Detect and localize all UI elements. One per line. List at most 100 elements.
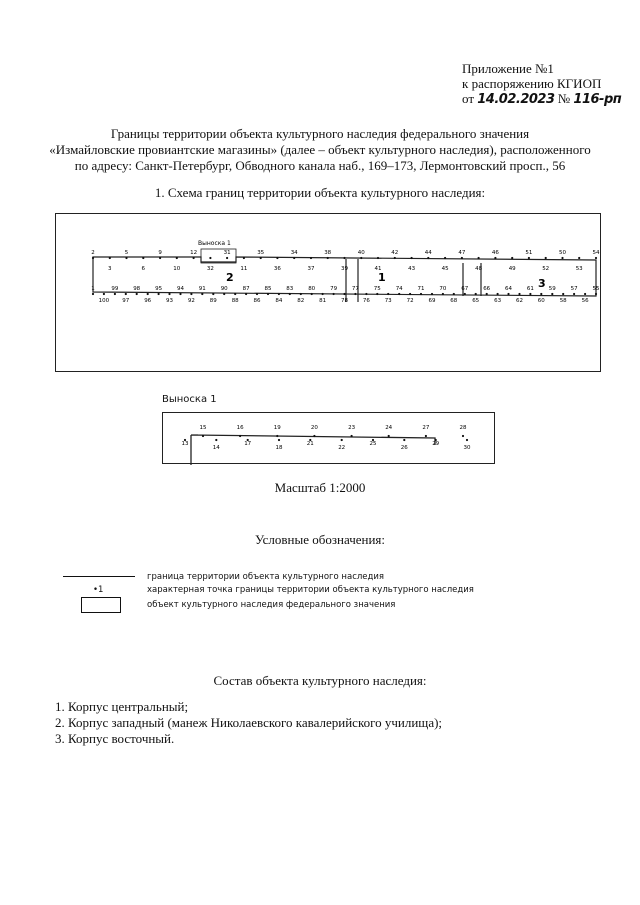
boundary-point-label-74: 74 [396, 286, 403, 292]
boundary-point-label-76: 76 [363, 298, 370, 304]
callout-point-label-17: 17 [244, 441, 251, 447]
callout-point-dot-30 [465, 438, 469, 442]
callout-point-dot-20 [313, 434, 316, 438]
boundary-point-dot-2 [91, 256, 95, 260]
boundary-point-label-31: 31 [224, 250, 231, 256]
boundary-point-dot-77 [354, 292, 357, 296]
boundary-point-dot-36 [276, 256, 279, 260]
boundary-point-label-92: 92 [188, 298, 195, 304]
section-heading-scheme: 1. Схема границ территории объекта культ… [154, 185, 486, 200]
callout-point-label-30: 30 [464, 445, 471, 451]
boundary-point-dot-84 [277, 292, 280, 296]
legend-item-point: характерная точка границы территории объ… [147, 585, 474, 595]
callout-title: Выноска 1 [162, 394, 217, 405]
boundary-point-dot-47 [460, 256, 463, 260]
document-title: Границы территории объекта культурного н… [40, 126, 600, 174]
boundary-point-dot-62 [518, 292, 521, 296]
boundary-point-dot-73 [387, 292, 390, 296]
boundary-point-label-54: 54 [593, 250, 600, 256]
appendix-block: Приложение №1 к распоряжению КГИОП от 14… [462, 61, 622, 107]
boundary-point-label-67: 67 [461, 286, 468, 292]
boundary-point-label-66: 66 [483, 286, 490, 292]
boundary-point-label-45: 45 [442, 266, 449, 272]
boundary-point-dot-85 [266, 292, 270, 296]
legend-item-object: объект культурного наследия федерального… [147, 600, 396, 610]
boundary-point-dot-56 [584, 292, 587, 296]
date-prefix: от [462, 91, 475, 106]
title-line1: Границы территории объекта культурного н… [110, 126, 530, 141]
callout-point-dot-21 [309, 438, 312, 442]
callout-point-label-25: 25 [370, 441, 377, 447]
boundary-point-dot-5 [125, 256, 128, 260]
boundary-point-label-97: 97 [122, 298, 129, 304]
boundary-point-dot-49 [511, 256, 514, 260]
boundary-point-dot-68 [452, 292, 455, 296]
callout-point-dot-22 [340, 438, 343, 442]
boundary-point-label-10: 10 [173, 266, 180, 272]
callout-point-dot-15 [201, 434, 205, 438]
boundary-point-dot-86 [255, 292, 259, 296]
boundary-point-label-61: 61 [527, 286, 534, 292]
boundary-point-dot-58 [562, 292, 565, 296]
callout-point-dot-28 [461, 434, 465, 438]
callout-point-label-21: 21 [307, 441, 314, 447]
boundary-point-dot-63 [496, 292, 499, 296]
callout-point-label-16: 16 [237, 425, 244, 431]
boundary-point-label-9: 9 [158, 250, 162, 256]
boundary-point-dot-67 [463, 292, 466, 296]
boundary-point-label-75: 75 [374, 286, 381, 292]
boundary-point-label-60: 60 [538, 298, 545, 304]
boundary-point-label-34: 34 [291, 250, 298, 256]
boundary-point-label-37: 37 [308, 266, 315, 272]
boundary-line [92, 256, 597, 297]
boundary-point-label-72: 72 [407, 298, 414, 304]
boundary-point-label-71: 71 [418, 286, 425, 292]
callout-point-label-22: 22 [338, 445, 345, 451]
boundary-point-dot-69 [430, 292, 434, 296]
boundary-point-label-57: 57 [571, 286, 578, 292]
boundary-point-label-43: 43 [408, 266, 415, 272]
boundary-point-label-44: 44 [425, 250, 432, 256]
callout-point-label-28: 28 [460, 425, 467, 431]
legend-title: Условные обозначения: [254, 532, 386, 547]
boundary-point-label-68: 68 [450, 298, 457, 304]
boundary-point-dot-48 [477, 256, 480, 260]
boundary-point-label-69: 69 [429, 298, 436, 304]
boundary-point-label-70: 70 [439, 286, 446, 292]
boundary-point-dot-6 [142, 256, 145, 260]
boundary-point-dot-92 [190, 292, 193, 296]
boundary-point-label-93: 93 [166, 298, 173, 304]
callout-point-label-19: 19 [274, 425, 281, 431]
boundary-point-label-38: 38 [324, 250, 331, 256]
boundary-point-dot-44 [427, 256, 430, 260]
boundary-point-label-90: 90 [221, 286, 228, 292]
callout-point-dot-19 [276, 434, 279, 438]
boundary-point-label-88: 88 [232, 298, 239, 304]
boundary-point-label-91: 91 [199, 286, 206, 292]
boundary-point-label-96: 96 [144, 298, 151, 304]
boundary-point-dot-31 [226, 256, 229, 260]
boundary-point-dot-95 [157, 292, 160, 296]
boundary-point-label-47: 47 [458, 250, 465, 256]
callout-point-dot-25 [371, 438, 375, 442]
boundary-point-dot-35 [259, 256, 262, 260]
boundary-point-label-80: 80 [308, 286, 315, 292]
boundary-point-label-59: 59 [549, 286, 556, 292]
boundary-point-dot-100 [102, 292, 105, 296]
boundary-point-label-63: 63 [494, 298, 501, 304]
boundary-point-dot-32 [209, 256, 212, 260]
boundary-point-label-48: 48 [475, 266, 482, 272]
boundary-point-label-40: 40 [358, 250, 365, 256]
boundary-point-label-39: 39 [341, 266, 348, 272]
boundary-point-dot-1 [91, 292, 95, 296]
callout-point-dot-26 [403, 438, 406, 442]
number-value: 116-рп [573, 92, 622, 107]
boundary-point-label-3: 3 [108, 266, 112, 272]
boundary-point-dot-65 [474, 292, 477, 296]
top-point-labels: 2356910123231113536343738394041424344454… [91, 250, 600, 272]
boundary-point-label-12: 12 [190, 250, 197, 256]
boundary-point-label-73: 73 [385, 298, 392, 304]
boundary-point-label-94: 94 [177, 286, 184, 292]
boundary-point-dot-79 [332, 292, 335, 296]
